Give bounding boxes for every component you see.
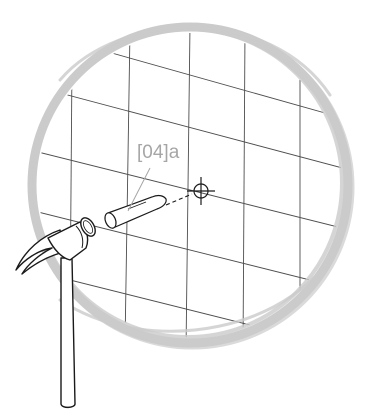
- hammer: [16, 215, 98, 407]
- callout-label: [04]a: [137, 142, 180, 163]
- wall-plug-anchor: [103, 196, 166, 230]
- magnifier-ring: [31, 26, 353, 348]
- target-mark: [187, 177, 215, 205]
